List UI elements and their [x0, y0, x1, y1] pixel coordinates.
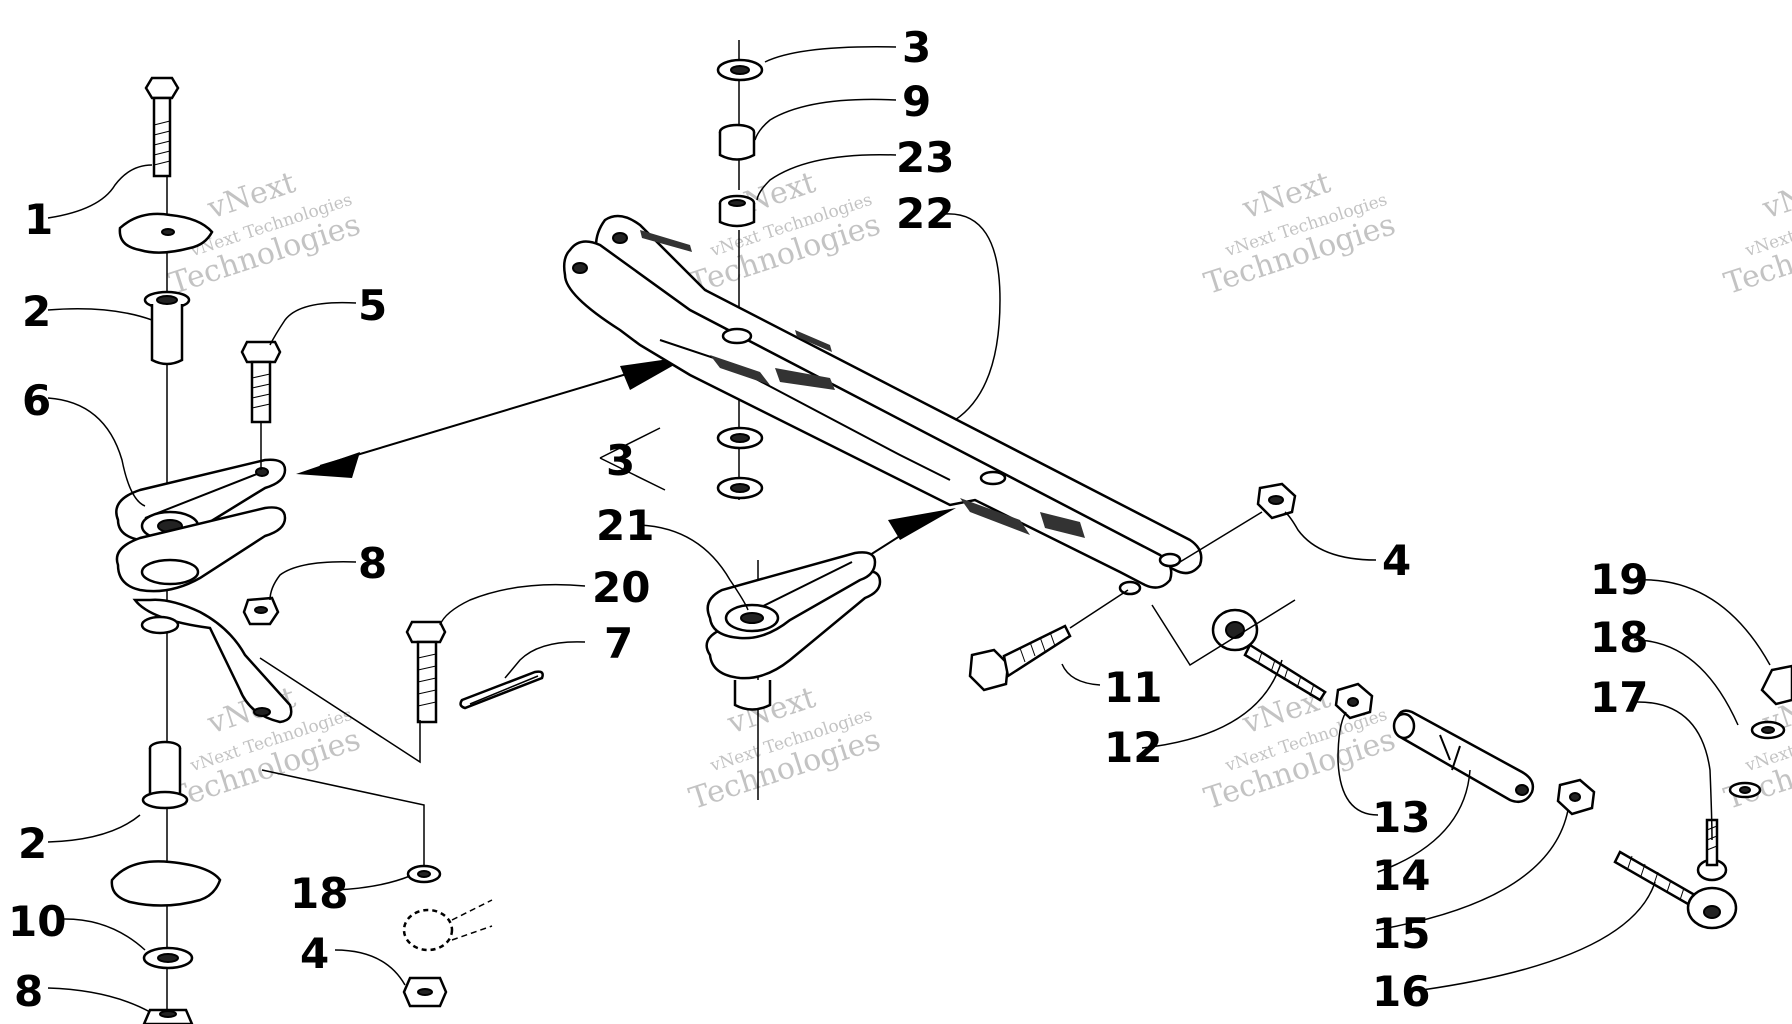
steering-link-22: [562, 214, 1203, 596]
center-pivot-stack: [705, 40, 882, 800]
washer-18-right: [1750, 720, 1786, 740]
callout-4-top: 4: [1382, 536, 1411, 585]
nut-4-top: [1174, 482, 1297, 566]
callout-16: 16: [1372, 967, 1430, 1016]
pivot-arm-21: [705, 551, 882, 711]
nut-4-bottom: [402, 976, 448, 1008]
nut-8-middle: [242, 596, 280, 626]
callout-18-right: 18: [1590, 613, 1648, 662]
bushing-2-bottom: [141, 740, 189, 810]
washer-18-bottom: [406, 864, 442, 884]
watermark-7: vNext vNext Technologies Technologies: [1200, 680, 1400, 817]
spacer-9: [718, 123, 756, 161]
washer-17: [1728, 781, 1762, 799]
watermark-mark: vNext: [1758, 165, 1792, 226]
nut-19: [1760, 664, 1792, 706]
callout-9: 9: [902, 77, 931, 126]
leader-lines: [47, 46, 1771, 1013]
left-steering-arm-assembly: [110, 76, 544, 1024]
callout-13: 13: [1372, 793, 1430, 842]
callout-23: 23: [896, 133, 954, 182]
callout-5: 5: [358, 281, 387, 330]
tie-rod-end-16: [1613, 818, 1738, 930]
callout-21: 21: [596, 501, 654, 550]
callout-4-bottom: 4: [300, 929, 329, 978]
bolt-5: [240, 340, 282, 470]
callout-labels: 1 2 6 5 8 2 10 8 18 4 20 7 3 9 23 22 3 2…: [8, 23, 1648, 1016]
bushing-23: [718, 194, 756, 228]
bolt-1: [144, 76, 180, 178]
callout-12: 12: [1104, 723, 1162, 772]
callout-7: 7: [604, 619, 633, 668]
callout-10: 10: [8, 897, 66, 946]
callout-6: 6: [22, 376, 51, 425]
frame-fragment-bottom: [110, 860, 222, 907]
callout-3-top: 3: [902, 23, 931, 72]
callout-17: 17: [1590, 673, 1648, 722]
steering-arm: [132, 598, 293, 724]
watermark-3: vNext vNext Technologies Technologies: [1200, 165, 1400, 302]
bushing-2-top: [143, 290, 191, 366]
cotter-pin-7: [459, 670, 544, 710]
callout-1: 1: [24, 195, 53, 244]
tie-rod-end-12: [1151, 599, 1327, 702]
callout-20: 20: [592, 563, 650, 612]
ball-joint-fragment: [402, 899, 493, 952]
washer-10: [142, 946, 194, 970]
jam-nut-13: [1334, 682, 1374, 720]
watermark-6: vNext vNext Technologies Technologies: [685, 680, 885, 817]
callout-11: 11: [1104, 663, 1162, 712]
callout-3-lower: 3: [606, 436, 635, 485]
callout-2-top: 2: [22, 287, 51, 336]
plate-6-lower: [115, 506, 287, 593]
washer-3-lower-a: [716, 426, 764, 450]
callout-2-bottom: 2: [18, 819, 47, 868]
bolt-11: [968, 589, 1129, 692]
watermark-2: vNext vNext Technologies Technologies: [685, 165, 885, 302]
callout-8-middle: 8: [358, 539, 387, 588]
callout-22: 22: [896, 189, 954, 238]
washer-3-top: [716, 58, 764, 82]
jam-nut-15: [1556, 778, 1596, 816]
callout-14: 14: [1372, 851, 1430, 900]
callout-8-bottom: 8: [14, 967, 43, 1016]
callout-15: 15: [1372, 909, 1430, 958]
washer-3-lower-b: [716, 476, 764, 500]
nut-8-bottom: [142, 1008, 194, 1024]
bolt-20: [405, 620, 447, 724]
watermark-4: vNext vNext Technologies Technologies: [1720, 165, 1792, 302]
adjuster-sleeve-14: [1392, 709, 1535, 803]
callout-18-bottom: 18: [290, 869, 348, 918]
assembly-arrow-right: [869, 508, 956, 556]
callout-19: 19: [1590, 555, 1648, 604]
